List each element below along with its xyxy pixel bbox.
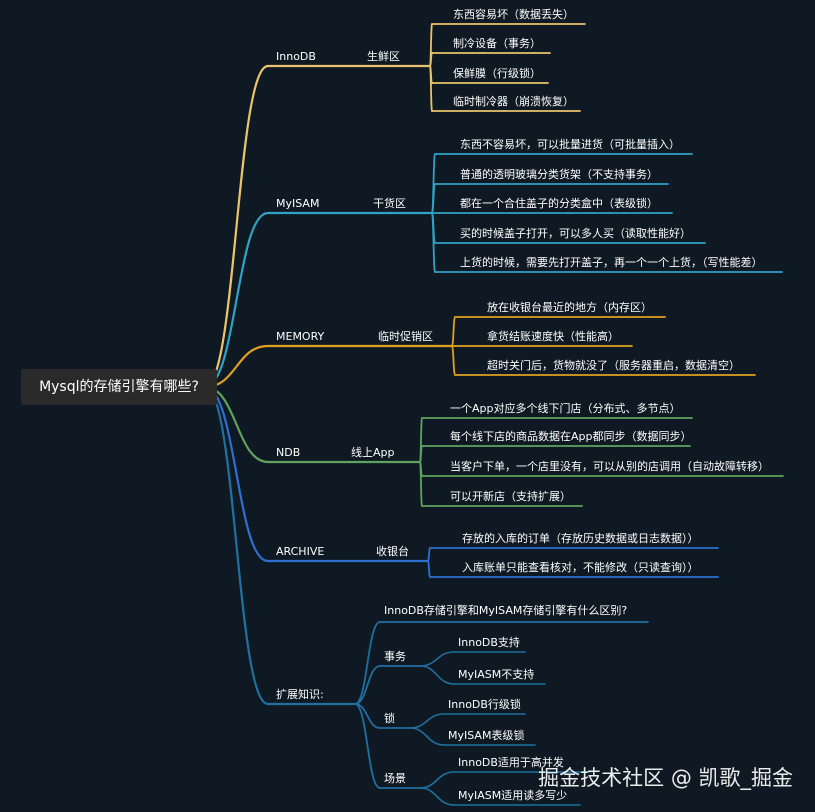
extension-group-item: InnoDB适用于高并发 xyxy=(458,755,564,769)
leaf-item: 东西不容易坏，可以批量进货（可批量插入） xyxy=(460,137,680,151)
root-node[interactable] xyxy=(21,369,217,405)
engine-label-ndb: NDB xyxy=(276,446,300,459)
item-connector xyxy=(427,560,431,578)
group-connector xyxy=(354,665,381,705)
leaf-item: 买的时候盖子打开，可以多人买（读取性能好） xyxy=(460,226,691,240)
leaf-item: 普通的透明玻璃分类货架（不支持事务） xyxy=(460,167,658,181)
engine-label-archive: ARCHIVE xyxy=(276,545,324,558)
extension-group-label: 场景 xyxy=(384,771,406,785)
leaf-item: 入库账单只能查看核对，不能修改（只读查询）） xyxy=(462,560,699,574)
leaf-item: 拿货结账速度快（性能高） xyxy=(487,329,619,343)
extension-group-item: MyISAM表级锁 xyxy=(448,728,524,742)
leaf-item: 临时制冷器（崩溃恢复） xyxy=(453,94,574,108)
group-item-connector xyxy=(419,771,455,789)
leaf-item: 都在一个合住盖子的分类盒中（表级锁） xyxy=(460,196,658,210)
group-item-connector xyxy=(409,713,445,729)
leaf-item: 存放的入库的订单（存放历史数据或日志数据）） xyxy=(462,531,699,545)
branch-connector-extension xyxy=(203,385,270,706)
extension-group-item: MyIASM适用读多写少 xyxy=(458,788,567,802)
item-connector xyxy=(451,316,456,347)
category-label-innodb: 生鲜区 xyxy=(367,49,400,63)
group-item-connector xyxy=(419,665,455,685)
engine-label-myisam: MyISAM xyxy=(276,197,319,210)
leaf-item: 可以开新店（支持扩展） xyxy=(450,489,571,503)
extension-group-label: 事务 xyxy=(384,650,406,663)
watermark: 掘金技术社区 @ 凯歌_掘金 xyxy=(538,766,793,790)
group-connector xyxy=(354,703,381,789)
category-label-ndb: 线上App xyxy=(351,445,395,459)
branch-connector-innodb xyxy=(203,64,270,389)
leaf-item: 上货的时候，需要先打开盖子，再一个一个上货，（写性能差） xyxy=(460,255,763,269)
leaf-item: 超时关门后，货物就没了（服务器重启，数据清空） xyxy=(487,358,740,372)
item-connector xyxy=(419,461,423,507)
leaf-item: 制冷设备（事务） xyxy=(453,36,541,50)
leaf-item: 当客户下单，一个店里没有，可以从别的店调用（自动故障转移） xyxy=(450,459,769,473)
category-label-memory: 临时促销区 xyxy=(378,329,433,343)
extension-question: InnoDB存储引擎和MyISAM存储引擎有什么区别? xyxy=(384,603,627,617)
leaf-item: 放在收银台最近的地方（内存区） xyxy=(487,300,652,314)
category-label-archive: 收银台 xyxy=(376,544,409,558)
branch-connector-myisam xyxy=(203,211,270,389)
extension-group-label: 锁 xyxy=(384,711,395,725)
item-connector xyxy=(429,65,433,112)
leaf-item: 每个线下店的商品数据在App都同步（数据同步） xyxy=(450,429,692,443)
leaf-item: 保鲜膜（行级锁） xyxy=(453,66,541,80)
category-label-myisam: 干货区 xyxy=(373,196,406,210)
item-connector xyxy=(427,547,431,562)
leaf-item: 东西容易坏（数据丢失） xyxy=(453,7,574,21)
engine-label-memory: MEMORY xyxy=(276,330,325,343)
group-item-connector xyxy=(409,727,445,746)
extension-group-item: InnoDB支持 xyxy=(458,635,520,649)
extension-group-item: InnoDB行级锁 xyxy=(448,697,521,711)
group-item-connector xyxy=(419,651,455,667)
item-connector xyxy=(451,345,456,376)
root-node-label: Mysql的存储引擎有哪些? xyxy=(39,379,199,395)
engine-label-innodb: InnoDB xyxy=(276,50,316,63)
question-connector xyxy=(354,621,381,705)
extension-group-item: MyIASM不支持 xyxy=(458,667,534,681)
item-connector xyxy=(431,212,436,273)
extension-label: 扩展知识: xyxy=(276,687,324,701)
leaf-item: 一个App对应多个线下门店（分布式、多节点） xyxy=(450,401,681,415)
group-item-connector xyxy=(419,787,455,806)
